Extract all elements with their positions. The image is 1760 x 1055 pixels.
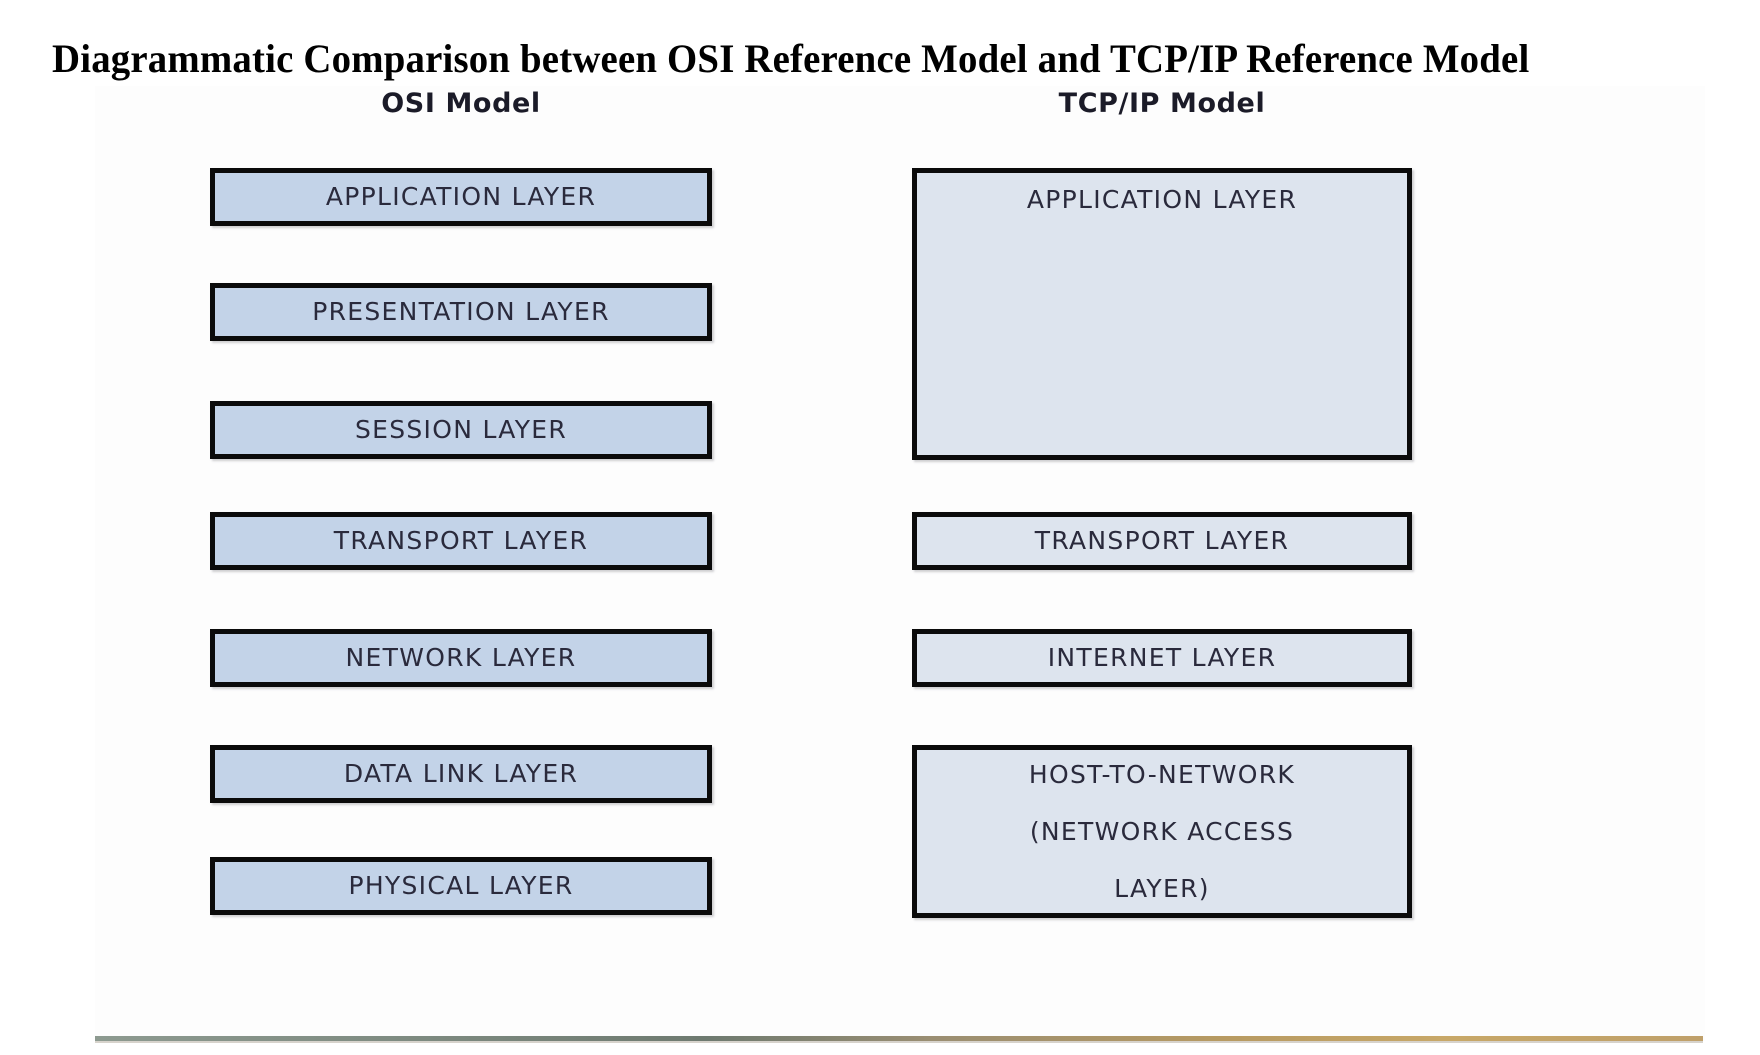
page-title: Diagrammatic Comparison between OSI Refe… — [52, 36, 1530, 81]
tcp-layer-box-host-to-network: HOST-TO-NETWORK (NETWORK ACCESS LAYER) — [912, 745, 1412, 918]
column-header-tcpip: TCP/IP Model — [1058, 88, 1266, 119]
osi-layer-label: PRESENTATION LAYER — [312, 297, 610, 326]
osi-layer-label: PHYSICAL LAYER — [348, 871, 574, 900]
osi-layer-label: APPLICATION LAYER — [325, 182, 597, 211]
osi-layer-box-physical-layer: PHYSICAL LAYER — [210, 857, 712, 915]
column-header-osi: OSI Model — [381, 88, 541, 119]
tcp-layer-label: TRANSPORT LAYER — [1034, 526, 1290, 555]
osi-layer-label: TRANSPORT LAYER — [333, 526, 589, 555]
osi-layer-label: NETWORK LAYER — [345, 643, 577, 672]
bottom-divider-rule — [95, 1036, 1703, 1041]
tcp-layer-label: INTERNET LAYER — [1047, 643, 1277, 672]
osi-layer-box-presentation-layer: PRESENTATION LAYER — [210, 283, 712, 341]
bottom-divider-shadow — [95, 1041, 1703, 1043]
tcp-layer-label: APPLICATION LAYER — [1026, 185, 1298, 214]
osi-layer-box-transport-layer: TRANSPORT LAYER — [210, 512, 712, 570]
osi-layer-box-session-layer: SESSION LAYER — [210, 401, 712, 459]
tcp-layer-label: HOST-TO-NETWORK (NETWORK ACCESS LAYER) — [1028, 760, 1296, 903]
osi-layer-box-network-layer: NETWORK LAYER — [210, 629, 712, 687]
tcp-layer-box-internet-layer: INTERNET LAYER — [912, 629, 1412, 687]
osi-layer-box-data-link-layer: DATA LINK LAYER — [210, 745, 712, 803]
tcp-layer-box-transport-layer: TRANSPORT LAYER — [912, 512, 1412, 570]
osi-layer-label: DATA LINK LAYER — [343, 759, 579, 788]
tcp-layer-box-application-layer: APPLICATION LAYER — [912, 168, 1412, 460]
osi-layer-label: SESSION LAYER — [354, 415, 568, 444]
osi-layer-box-application-layer: APPLICATION LAYER — [210, 168, 712, 226]
